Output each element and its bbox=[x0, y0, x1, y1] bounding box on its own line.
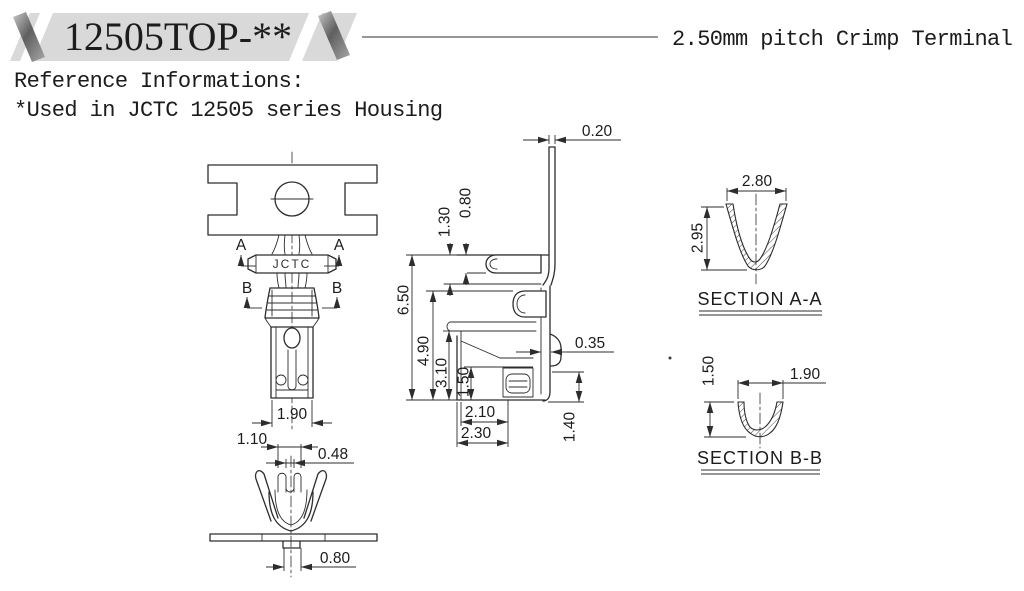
dim-tail-height: 1.40 bbox=[562, 412, 579, 443]
dim-base-width: 0.80 bbox=[320, 550, 351, 567]
lance-flange bbox=[485, 254, 542, 274]
section-bb-title: SECTION B-B bbox=[697, 448, 823, 468]
carrier-strip bbox=[207, 164, 378, 236]
dim-tab-width: 0.48 bbox=[318, 446, 348, 463]
dim-section-aa-depth: 2.95 bbox=[690, 223, 707, 253]
stray-dot bbox=[668, 356, 672, 360]
reference-title: Reference Informations: bbox=[14, 69, 304, 94]
carrier-legs-upper bbox=[271, 234, 313, 255]
section-aa: 2.80 2.95 SECTION A-A bbox=[690, 173, 822, 316]
title-banner: 12505TOP-** 2.50mm pitch Crimp Terminal bbox=[10, 11, 1013, 62]
crimp-wing-left bbox=[254, 470, 279, 522]
terminal-stamp: JCTC bbox=[273, 257, 312, 271]
section-aa-cup bbox=[725, 203, 788, 271]
contact-slot-opening bbox=[283, 327, 301, 349]
body-flange bbox=[512, 290, 547, 318]
crimp-wing-right bbox=[303, 470, 328, 522]
dim-overall-height: 6.50 bbox=[396, 285, 413, 316]
dim-base-width-side: 2.30 bbox=[461, 425, 492, 442]
product-title: 2.50mm pitch Crimp Terminal bbox=[672, 27, 1012, 52]
wire-barrel-side bbox=[502, 367, 534, 398]
part-number: 12505TOP-** bbox=[64, 14, 292, 59]
side-view: 0.20 6.50 4.90 3.10 1.50 1.30 0.80 0.35 … bbox=[396, 123, 672, 447]
dim-body-height: 4.90 bbox=[416, 336, 433, 367]
carrier-rail bbox=[209, 533, 378, 542]
rear-foot bbox=[549, 333, 562, 367]
dim-step-a: 1.30 bbox=[437, 207, 454, 238]
carrier-legs-lower bbox=[276, 272, 308, 289]
dim-slot-width: 1.10 bbox=[237, 431, 268, 448]
dim-barrel-height: 3.10 bbox=[434, 358, 451, 389]
dim-section-bb-width: 1.90 bbox=[790, 366, 821, 383]
dim-barrel-width: 2.10 bbox=[465, 404, 496, 421]
banner-metal-slash-left bbox=[13, 12, 45, 62]
crimp-cup-inner bbox=[274, 489, 308, 526]
wire-crimp-front bbox=[264, 287, 320, 319]
dim-step-b: 0.80 bbox=[458, 188, 475, 219]
contact-box-front bbox=[270, 326, 314, 399]
section-b-letter: B bbox=[332, 280, 342, 297]
section-a-letter: A bbox=[334, 237, 345, 254]
banner-background bbox=[10, 13, 357, 61]
section-aa-title: SECTION A-A bbox=[697, 289, 822, 309]
banner-white-slash-right bbox=[289, 13, 322, 61]
dim-section-bb-depth: 1.50 bbox=[701, 356, 718, 387]
dim-pin-thickness: 0.20 bbox=[582, 123, 613, 140]
reference-note: *Used in JCTC 12505 series Housing bbox=[14, 98, 442, 123]
front-view: JCTC A A B B 1.90 bbox=[207, 151, 378, 431]
section-a-letter: A bbox=[236, 237, 247, 254]
crimp-cup-outer bbox=[268, 491, 314, 532]
section-bb-cup bbox=[737, 401, 784, 438]
dim-inner-height: 1.50 bbox=[456, 367, 473, 398]
section-bb: 1.90 1.50 SECTION B-B bbox=[697, 356, 826, 475]
mating-pin bbox=[542, 146, 556, 286]
base-tab bbox=[282, 540, 301, 549]
banner-metal-slash-right bbox=[318, 11, 350, 60]
dim-wall-thickness: 0.35 bbox=[575, 335, 605, 352]
dim-section-aa-width: 2.80 bbox=[742, 173, 773, 190]
bottom-view: 1.10 0.48 0.80 bbox=[209, 431, 378, 578]
reference-notes: Reference Informations: *Used in JCTC 12… bbox=[14, 69, 443, 123]
dim-front-width: 1.90 bbox=[277, 406, 308, 423]
section-b-letter: B bbox=[242, 280, 252, 297]
